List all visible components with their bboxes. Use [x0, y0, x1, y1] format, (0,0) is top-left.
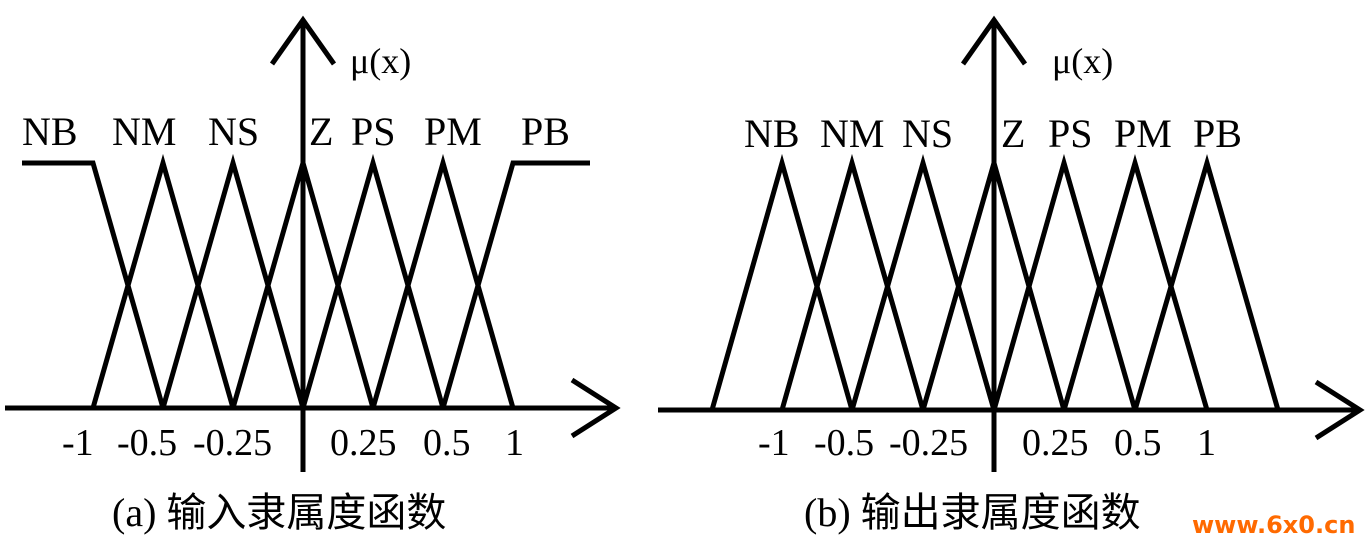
panel-a-nm-curve	[90, 153, 236, 409]
panel-a-nb-curve	[22, 160, 166, 409]
panel-a-tick-label-0.25: 0.25	[330, 422, 397, 464]
panel-b-set-label-ns: NS	[902, 111, 953, 156]
panel-a-tick-label-neg1: -1	[62, 422, 94, 464]
panel-b-tick-label-neg1: -1	[758, 422, 790, 464]
panel-a-set-label-nb: NB	[22, 109, 78, 154]
panel-a-x-arrowhead	[570, 377, 621, 439]
panel-b-axis-label: μ(x)	[1052, 41, 1113, 81]
panel-a-pb-curve	[440, 160, 590, 409]
panel-b-nm-curve	[779, 153, 926, 411]
panel-a-pm-curve	[370, 153, 516, 409]
panel-b-set-label-pb: PB	[1193, 111, 1242, 156]
panel-a-tick-label-0.5: 0.5	[423, 422, 471, 464]
panel-b-set-label-ps: PS	[1048, 111, 1093, 156]
panel-b-z-curve	[920, 153, 1067, 411]
panel-b-tick-label-0.25: 0.25	[1022, 422, 1089, 464]
panel-b	[658, 15, 1365, 472]
panel-b-tick-label-0.5: 0.5	[1114, 422, 1162, 464]
panel-b-ps-curve	[991, 153, 1138, 411]
panel-b-ns-curve	[849, 153, 997, 411]
panel-a-ns-curve	[160, 153, 306, 409]
panel-b-tick-label-1: 1	[1197, 422, 1216, 464]
panel-a-set-label-nm: NM	[112, 109, 176, 154]
panel-b-pb-curve	[1132, 154, 1281, 411]
panel-b-tick-label-neg0.25: -0.25	[889, 422, 968, 464]
panel-a-ps-curve	[300, 153, 446, 409]
panel-a	[5, 15, 621, 472]
panel-b-tick-label-neg0.5: -0.5	[814, 422, 874, 464]
panel-a-tick-label-1: 1	[505, 422, 524, 464]
panel-a-set-label-ns: NS	[208, 109, 259, 154]
panel-a-tick-label-neg0.5: -0.5	[117, 422, 177, 464]
panel-b-set-label-nb: NB	[744, 111, 800, 156]
panel-a-set-label-pb: PB	[521, 109, 570, 154]
panel-a-tick-label-neg0.25: -0.25	[193, 422, 272, 464]
panel-a-set-label-pm: PM	[424, 109, 482, 154]
panel-b-set-label-nm: NM	[820, 111, 884, 156]
panel-a-caption: (a) 输入隶属度函数	[112, 490, 446, 535]
panel-b-y-arrowhead	[960, 15, 1028, 66]
panel-a-y-arrowhead	[269, 15, 337, 66]
panel-a-z-curve	[230, 153, 376, 409]
watermark: www.6x0.cn	[1192, 511, 1355, 539]
panel-b-pm-curve	[1061, 154, 1210, 411]
panel-a-set-label-ps: PS	[351, 109, 396, 154]
panel-b-caption: (b) 输出隶属度函数	[804, 490, 1141, 535]
panel-a-axis-label: μ(x)	[350, 41, 411, 81]
panel-a-set-label-z: Z	[309, 109, 333, 154]
panel-b-set-label-z: Z	[1001, 111, 1025, 156]
panel-b-nb-curve	[709, 153, 855, 411]
panel-b-set-label-pm: PM	[1114, 111, 1172, 156]
panel-b-x-arrowhead	[1314, 379, 1365, 441]
